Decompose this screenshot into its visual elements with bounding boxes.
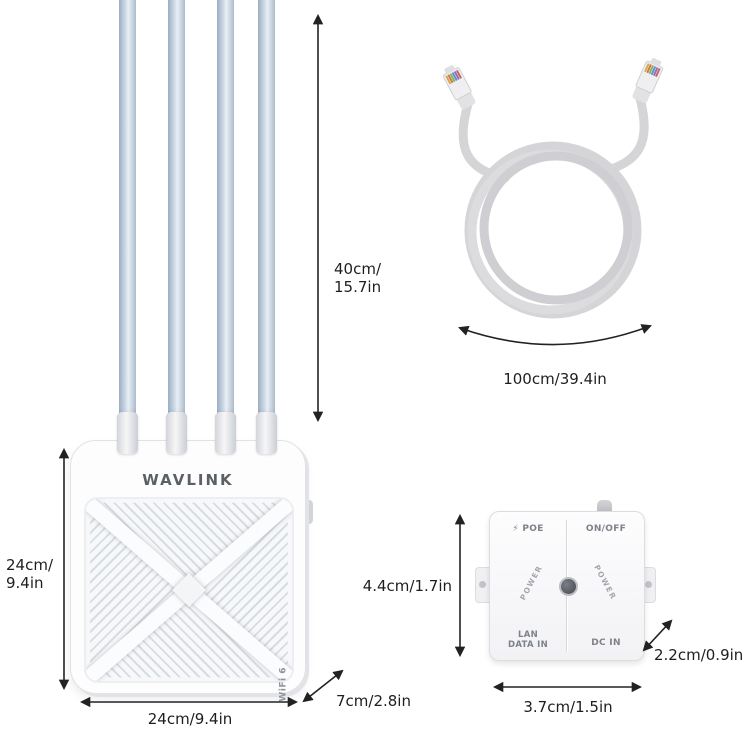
dim-device-width: 24cm/9.4in — [147, 710, 233, 728]
power-text-left: POWER — [518, 563, 545, 602]
screw-hole — [645, 581, 652, 588]
wifi6-label: WiFi 6 — [279, 667, 289, 702]
router-side-port — [303, 500, 313, 524]
dim-injector-height: 4.4cm/1.7in — [362, 577, 452, 595]
dim-antenna-height: 40cm/ 15.7in — [334, 260, 382, 296]
antenna-base-3 — [215, 412, 236, 454]
antenna-3 — [217, 0, 234, 420]
lightning-icon: ⚡ — [512, 524, 519, 534]
poe-port-label: ⚡ POE — [512, 524, 544, 534]
router-body: WAVLINK WiFi 6 — [70, 440, 306, 702]
dim-device-depth: 7cm/2.8in — [336, 692, 411, 710]
antenna-base-1 — [117, 412, 138, 454]
rj45-connector-left — [442, 65, 476, 110]
dim-injector-width: 3.7cm/1.5in — [523, 698, 613, 716]
dim-cable-length: 100cm/39.4in — [503, 370, 607, 388]
antenna-base-4 — [256, 412, 277, 454]
arrow-cable-length — [458, 324, 652, 346]
antenna-base-2 — [166, 412, 187, 454]
dim-device-height: 24cm/ 9.4in — [6, 556, 53, 592]
antenna-2 — [168, 0, 185, 420]
dim-injector-depth: 2.2cm/0.9in — [654, 646, 744, 664]
onoff-label: ON/OFF — [585, 524, 627, 534]
power-text-right: POWER — [592, 563, 619, 602]
rj45-connector-right — [632, 58, 664, 104]
screw-hole — [479, 581, 486, 588]
router-face-texture — [84, 497, 294, 683]
dc-port-label: DC IN — [591, 638, 621, 648]
ethernet-cable — [442, 58, 664, 319]
center-screw — [559, 577, 578, 596]
antenna-4 — [258, 0, 275, 420]
antenna-1 — [119, 0, 136, 420]
brand-logo: WAVLINK — [142, 471, 234, 489]
